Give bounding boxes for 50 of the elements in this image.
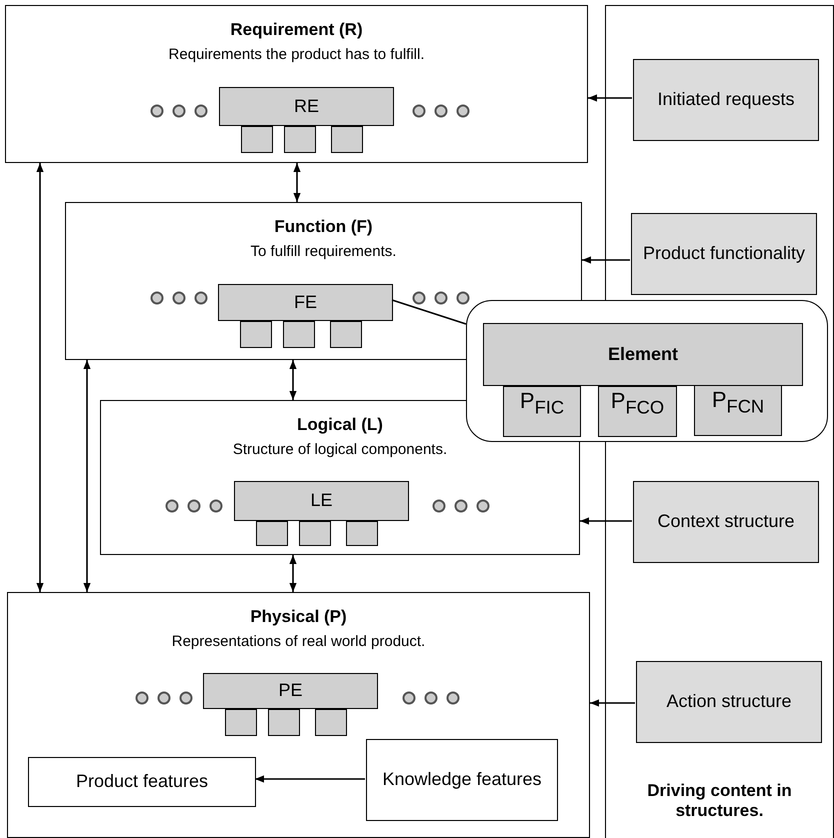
column-caption: Driving content in structures. xyxy=(646,781,793,821)
port-box xyxy=(346,521,378,546)
port-box xyxy=(240,321,272,348)
double-arrow xyxy=(289,555,297,592)
element-box: PE xyxy=(203,673,378,709)
layer-title: Physical (P) xyxy=(249,607,348,627)
feature-box: Product features xyxy=(28,757,256,807)
layer-box xyxy=(65,202,582,360)
layer-box xyxy=(7,592,590,838)
arrow xyxy=(582,256,630,264)
port-box: P$_{FCN}$ xyxy=(694,385,782,436)
input-box: Product functionality xyxy=(631,213,817,295)
port-box xyxy=(268,709,300,736)
port-box xyxy=(284,126,316,153)
layer-description: Structure of logical components. xyxy=(232,441,448,458)
port-box xyxy=(241,126,273,153)
element-box: RE xyxy=(219,87,394,126)
port-box xyxy=(283,321,315,348)
input-box: Context structure xyxy=(633,481,819,563)
callout-bubble xyxy=(466,300,828,442)
port-box xyxy=(315,709,347,736)
double-arrow xyxy=(36,163,44,592)
port-box: P$_{FIC}$ xyxy=(503,386,581,437)
double-arrow xyxy=(289,360,297,400)
port-box: P$_{FCO}$ xyxy=(598,386,677,437)
feature-box: Knowledge features xyxy=(366,739,558,821)
element-box: FE xyxy=(218,284,393,321)
port-box xyxy=(331,126,363,153)
arrow xyxy=(580,517,632,525)
element-box: Element xyxy=(483,323,803,386)
port-box xyxy=(330,321,362,348)
layer-description: Requirements the product has to fulfill. xyxy=(168,46,426,63)
layer-title: Logical (L) xyxy=(296,415,384,435)
port-box xyxy=(225,709,257,736)
layer-box xyxy=(5,5,588,163)
double-arrow xyxy=(293,163,301,202)
input-box: Action structure xyxy=(636,661,822,743)
layer-title: Requirement (R) xyxy=(229,20,364,40)
port-box xyxy=(256,521,288,546)
column-panel xyxy=(605,5,834,838)
layer-title: Function (F) xyxy=(273,217,374,237)
double-arrow xyxy=(83,360,91,592)
arrow xyxy=(255,775,365,783)
element-box: LE xyxy=(234,481,409,521)
layer-description: To fulfill requirements. xyxy=(250,243,398,260)
arrow xyxy=(590,699,635,707)
arrow xyxy=(588,94,632,102)
input-box: Initiated requests xyxy=(633,59,819,141)
layer-description: Representations of real world product. xyxy=(170,633,426,650)
port-box xyxy=(299,521,331,546)
